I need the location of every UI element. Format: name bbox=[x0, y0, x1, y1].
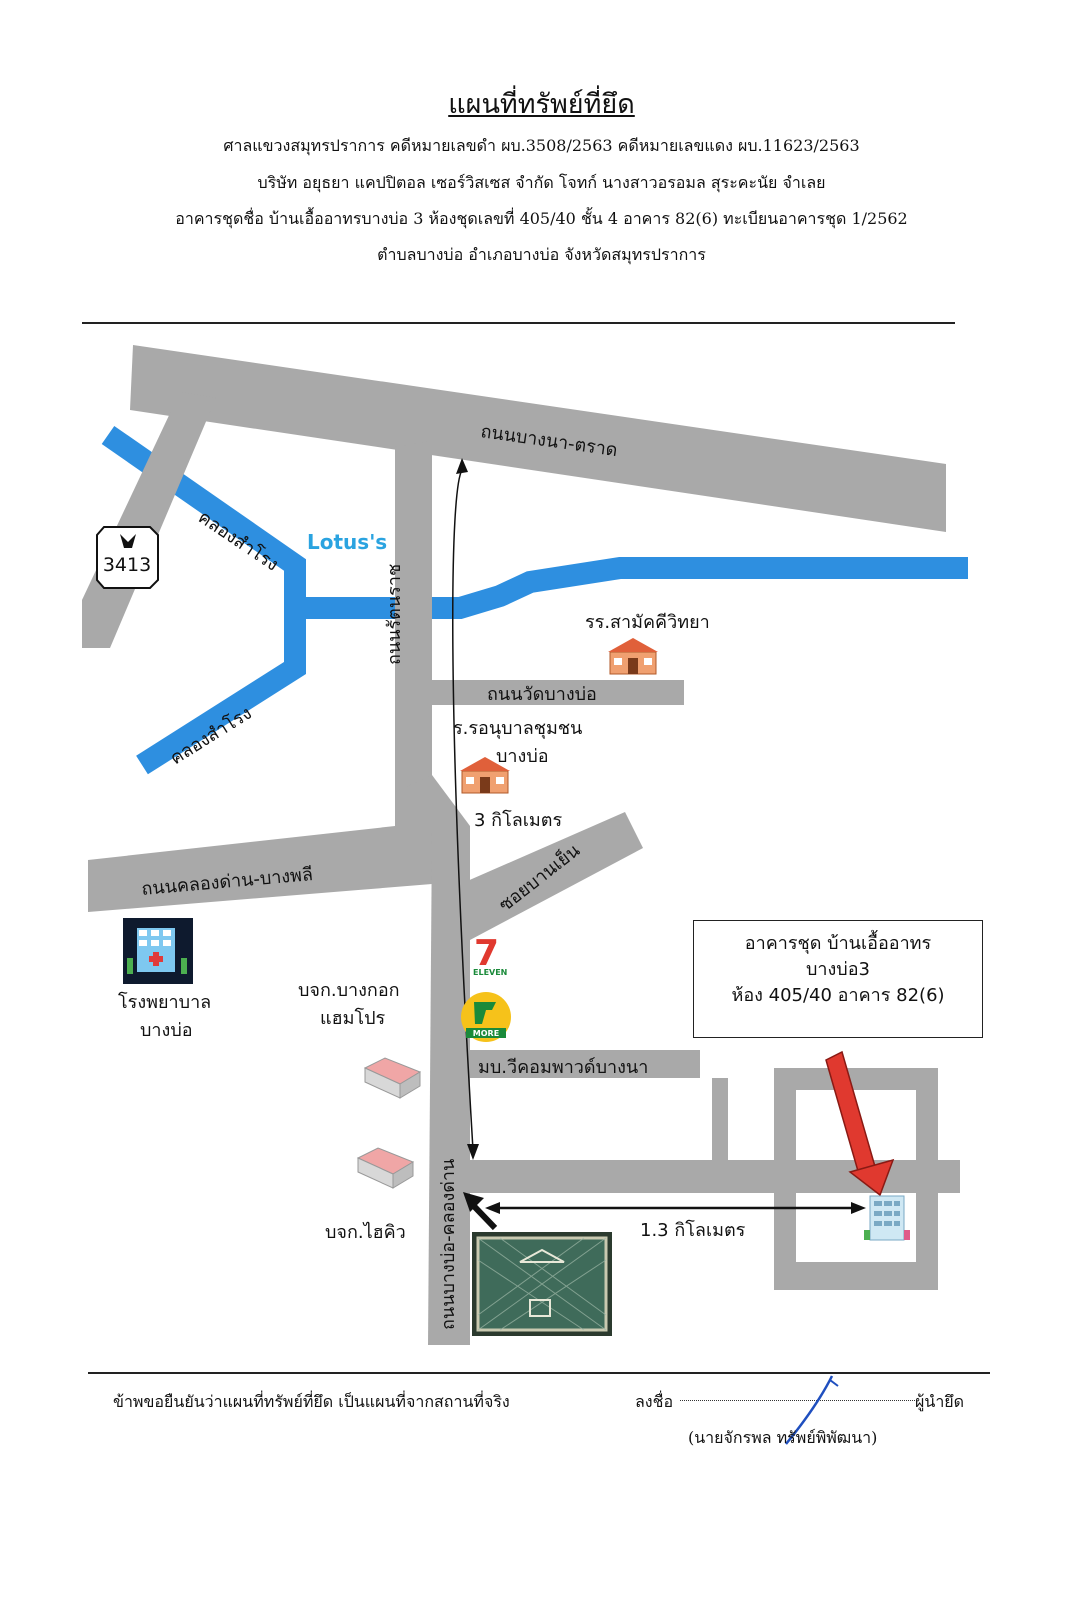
svg-text:7: 7 bbox=[474, 933, 499, 974]
road-bangbo-khlongdan bbox=[428, 826, 470, 1345]
label-distance-vertical: 3 กิโลเมตร bbox=[474, 809, 562, 831]
top-divider bbox=[82, 322, 955, 324]
affirm-text: ข้าพขอยืนยันว่าแผนที่ทรัพย์ที่ยึด เป็นแผ… bbox=[113, 1392, 510, 1411]
label-village: มบ.วีคอมพาวด์บางนา bbox=[478, 1057, 648, 1078]
black-pointer-arrow bbox=[463, 1192, 498, 1231]
road-main-east bbox=[458, 1160, 960, 1193]
callout-line-3: ห้อง 405/40 อาคาร 82(6) bbox=[731, 985, 945, 1006]
label-factory2: บจก.ไฮคิว bbox=[325, 1221, 406, 1243]
condo-building-icon bbox=[864, 1195, 910, 1241]
label-factory1-1: บจก.บางกอก bbox=[298, 980, 400, 1001]
lotus-logo: Lotus's bbox=[307, 530, 387, 554]
cj-more-logo: MORE bbox=[461, 992, 511, 1042]
callout-line-2: บางบ่อ3 bbox=[805, 959, 870, 980]
road-village-spur bbox=[712, 1078, 728, 1160]
canal-lower bbox=[136, 608, 306, 775]
garuda-icon bbox=[120, 534, 136, 548]
svg-text:ELEVEN: ELEVEN bbox=[473, 968, 507, 977]
canal-upper bbox=[101, 425, 968, 619]
kindergarten-icon bbox=[460, 757, 510, 794]
signer-name: (นายจักรพล ทรัพย์พิพัฒนา) bbox=[688, 1428, 878, 1447]
label-rat-uthit: ถนนรัตนราช bbox=[384, 564, 405, 665]
factory-icon bbox=[363, 1057, 422, 1099]
label-distance-horizontal: 1.3 กิโลเมตร bbox=[640, 1219, 746, 1241]
seven-eleven-logo: 7 ELEVEN bbox=[473, 933, 507, 977]
road-khlong-dan-bangphli bbox=[88, 826, 432, 912]
role-label: ผู้นำยึด bbox=[915, 1392, 965, 1411]
label-hospital-1: โรงพยาบาล bbox=[118, 991, 211, 1013]
label-factory1-2: แฮมโปร bbox=[320, 1007, 386, 1029]
label-bangbo-khlongdan: ถนนบางบ่อ-คลองด่าน bbox=[438, 1159, 459, 1330]
road-soi-ban-yen bbox=[465, 812, 643, 940]
route-3413-shield: 3413 bbox=[96, 526, 159, 589]
distance-arrow-horizontal bbox=[485, 1202, 866, 1214]
property-line: อาคารชุดชื่อ บ้านเอื้ออาทรบางบ่อ 3 ห้องช… bbox=[175, 209, 908, 228]
sign-label: ลงชื่อ bbox=[635, 1392, 674, 1411]
page-title: แผนที่ทรัพย์ที่ยึด bbox=[448, 89, 635, 120]
callout-line-1: อาคารชุด บ้านเอื้ออาทร bbox=[744, 933, 932, 954]
svg-text:MORE: MORE bbox=[473, 1029, 499, 1038]
property-callout: อาคารชุด บ้านเอื้ออาทร บางบ่อ3 ห้อง 405/… bbox=[693, 920, 983, 1038]
case-info-line: ศาลแขวงสมุทรปราการ คดีหมายเลขดำ ผบ.3508/… bbox=[223, 136, 860, 155]
canals bbox=[101, 425, 968, 775]
factory-icon bbox=[356, 1147, 415, 1189]
roads bbox=[82, 345, 960, 1345]
road-loop-right-lower bbox=[916, 1193, 938, 1290]
distance-arrow-vertical bbox=[452, 458, 479, 1160]
red-pointer-arrow bbox=[825, 1050, 895, 1197]
road-rat-uthit bbox=[395, 441, 432, 792]
school-icon bbox=[608, 638, 658, 675]
label-school: รร.สามัคคีวิทยา bbox=[585, 612, 710, 633]
bottom-divider bbox=[88, 1372, 990, 1374]
route-number: 3413 bbox=[103, 554, 151, 576]
location-line: ตำบลบางบ่อ อำเภอบางบ่อ จังหวัดสมุทรปรากา… bbox=[377, 245, 706, 264]
road-loop-right bbox=[916, 1068, 938, 1160]
road-loop-left bbox=[774, 1068, 796, 1290]
road-loop-top bbox=[774, 1068, 938, 1090]
road-village bbox=[458, 1050, 700, 1078]
entrance-sign-photo bbox=[472, 1232, 612, 1336]
hospital-icon bbox=[123, 918, 193, 984]
label-kindergarten-1: ร.รอนุบาลชุมชน bbox=[453, 718, 582, 739]
signature-line bbox=[680, 1400, 915, 1401]
parties-line: บริษัท อยุธยา แคปปิตอล เซอร์วิสเซส จำกัด… bbox=[257, 173, 826, 192]
label-wat-bangbo: ถนนวัดบางบ่อ bbox=[487, 684, 597, 705]
label-kindergarten-2: บางบ่อ bbox=[496, 746, 549, 767]
label-hospital-2: บางบ่อ bbox=[140, 1020, 193, 1041]
road-loop-bottom bbox=[774, 1262, 938, 1290]
signature-mark bbox=[785, 1375, 839, 1445]
road-wat-bangbo bbox=[432, 680, 684, 705]
road-bangna-trat bbox=[130, 345, 946, 532]
